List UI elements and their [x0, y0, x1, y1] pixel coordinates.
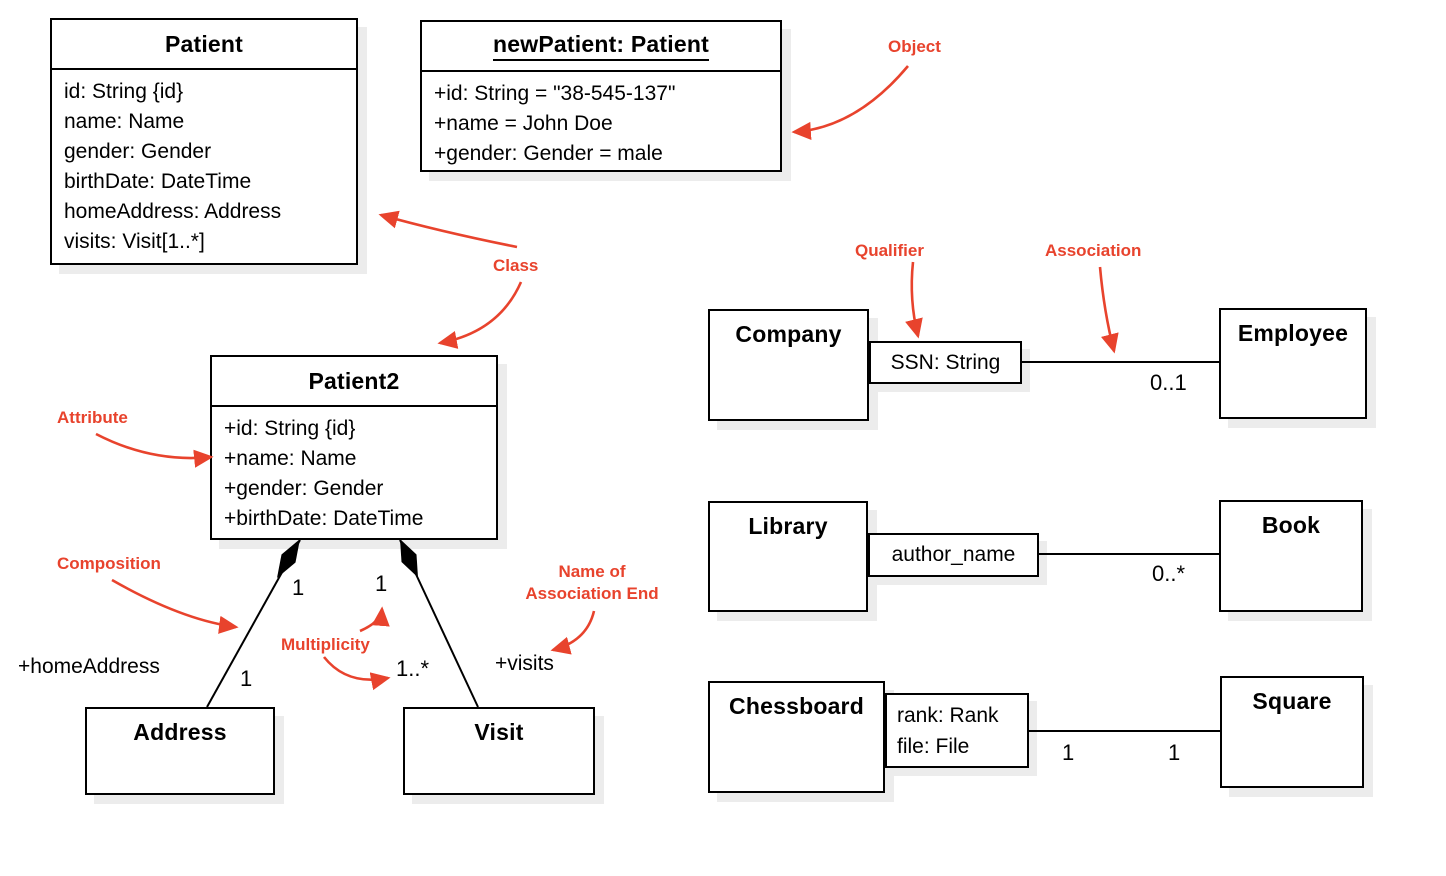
class-title-patient2: Patient2 — [212, 357, 496, 407]
class-box-book: Book — [1219, 500, 1363, 612]
multiplicity-patient2-address-source: 1 — [292, 575, 305, 600]
class-title-company: Company — [735, 321, 842, 347]
class-box-address: Address — [85, 707, 275, 795]
annotation-object: Object — [888, 37, 941, 56]
annotation-arrow-association-end — [550, 610, 596, 655]
class-box-square: Square — [1220, 676, 1364, 788]
annotation-arrow-class-to-patient — [378, 210, 518, 249]
qualifier-box-author-name: author_name — [868, 533, 1039, 577]
multiplicity-visit-end: 1..* — [396, 656, 430, 681]
class-title-employee: Employee — [1237, 320, 1349, 346]
class-box-patient2: Patient2 +id: String {id}+name: Name+gen… — [210, 355, 498, 540]
class-attributes-patient2: +id: String {id}+name: Name+gender: Gend… — [224, 417, 424, 530]
object-title-new-patient: newPatient: Patient — [422, 22, 780, 72]
class-box-chessboard: Chessboard — [708, 681, 885, 793]
annotation-arrow-composition — [111, 578, 239, 634]
composition-diamond-address — [277, 539, 300, 578]
annotation-composition: Composition — [57, 554, 161, 573]
class-title-visit: Visit — [474, 719, 524, 745]
composition-line-patient2-address — [206, 539, 301, 708]
class-title-address: Address — [133, 719, 227, 745]
class-box-company: Company — [708, 309, 869, 421]
class-box-library: Library — [708, 501, 868, 612]
class-title-chessboard: Chessboard — [729, 693, 864, 719]
multiplicity-address-end: 1 — [240, 666, 253, 691]
class-title-book: Book — [1261, 512, 1321, 538]
annotation-class: Class — [493, 256, 539, 275]
class-title-patient: Patient — [52, 20, 356, 70]
annotation-attribute: Attribute — [57, 408, 128, 427]
class-box-employee: Employee — [1219, 308, 1367, 419]
annotation-arrow-association — [1098, 266, 1119, 354]
object-attributes-new-patient: +id: String = "38-545-137"+name = John D… — [434, 82, 676, 165]
annotation-arrow-object — [791, 65, 909, 140]
multiplicity-chessboard-end: 1 — [1062, 740, 1075, 765]
annotation-arrow-attribute — [95, 432, 214, 468]
annotation-arrow-qualifier — [905, 261, 923, 339]
annotation-association: Association — [1045, 241, 1142, 260]
composition-diamond-visit — [400, 539, 418, 578]
annotation-qualifier: Qualifier — [855, 241, 924, 260]
multiplicity-patient2-visit-source: 1 — [375, 571, 388, 596]
multiplicity-square-end: 1 — [1168, 740, 1181, 765]
multiplicity-book-end: 0..* — [1152, 561, 1186, 586]
class-title-square: Square — [1252, 688, 1332, 714]
class-box-visit: Visit — [403, 707, 595, 795]
annotation-multiplicity: Multiplicity — [281, 635, 370, 654]
object-box-new-patient: newPatient: Patient +id: String = "38-54… — [420, 20, 782, 172]
role-label-visits: +visits — [495, 652, 554, 675]
annotation-arrow-class-to-patient2 — [437, 281, 523, 349]
annotation-arrow-multiplicity-lower — [322, 656, 391, 691]
qualifier-box-ssn: SSN: String — [869, 341, 1022, 384]
role-label-home-address: +homeAddress — [18, 655, 160, 678]
multiplicity-employee-end: 0..1 — [1150, 370, 1187, 395]
class-title-library: Library — [748, 513, 828, 539]
annotation-arrow-multiplicity-upper — [359, 606, 390, 633]
